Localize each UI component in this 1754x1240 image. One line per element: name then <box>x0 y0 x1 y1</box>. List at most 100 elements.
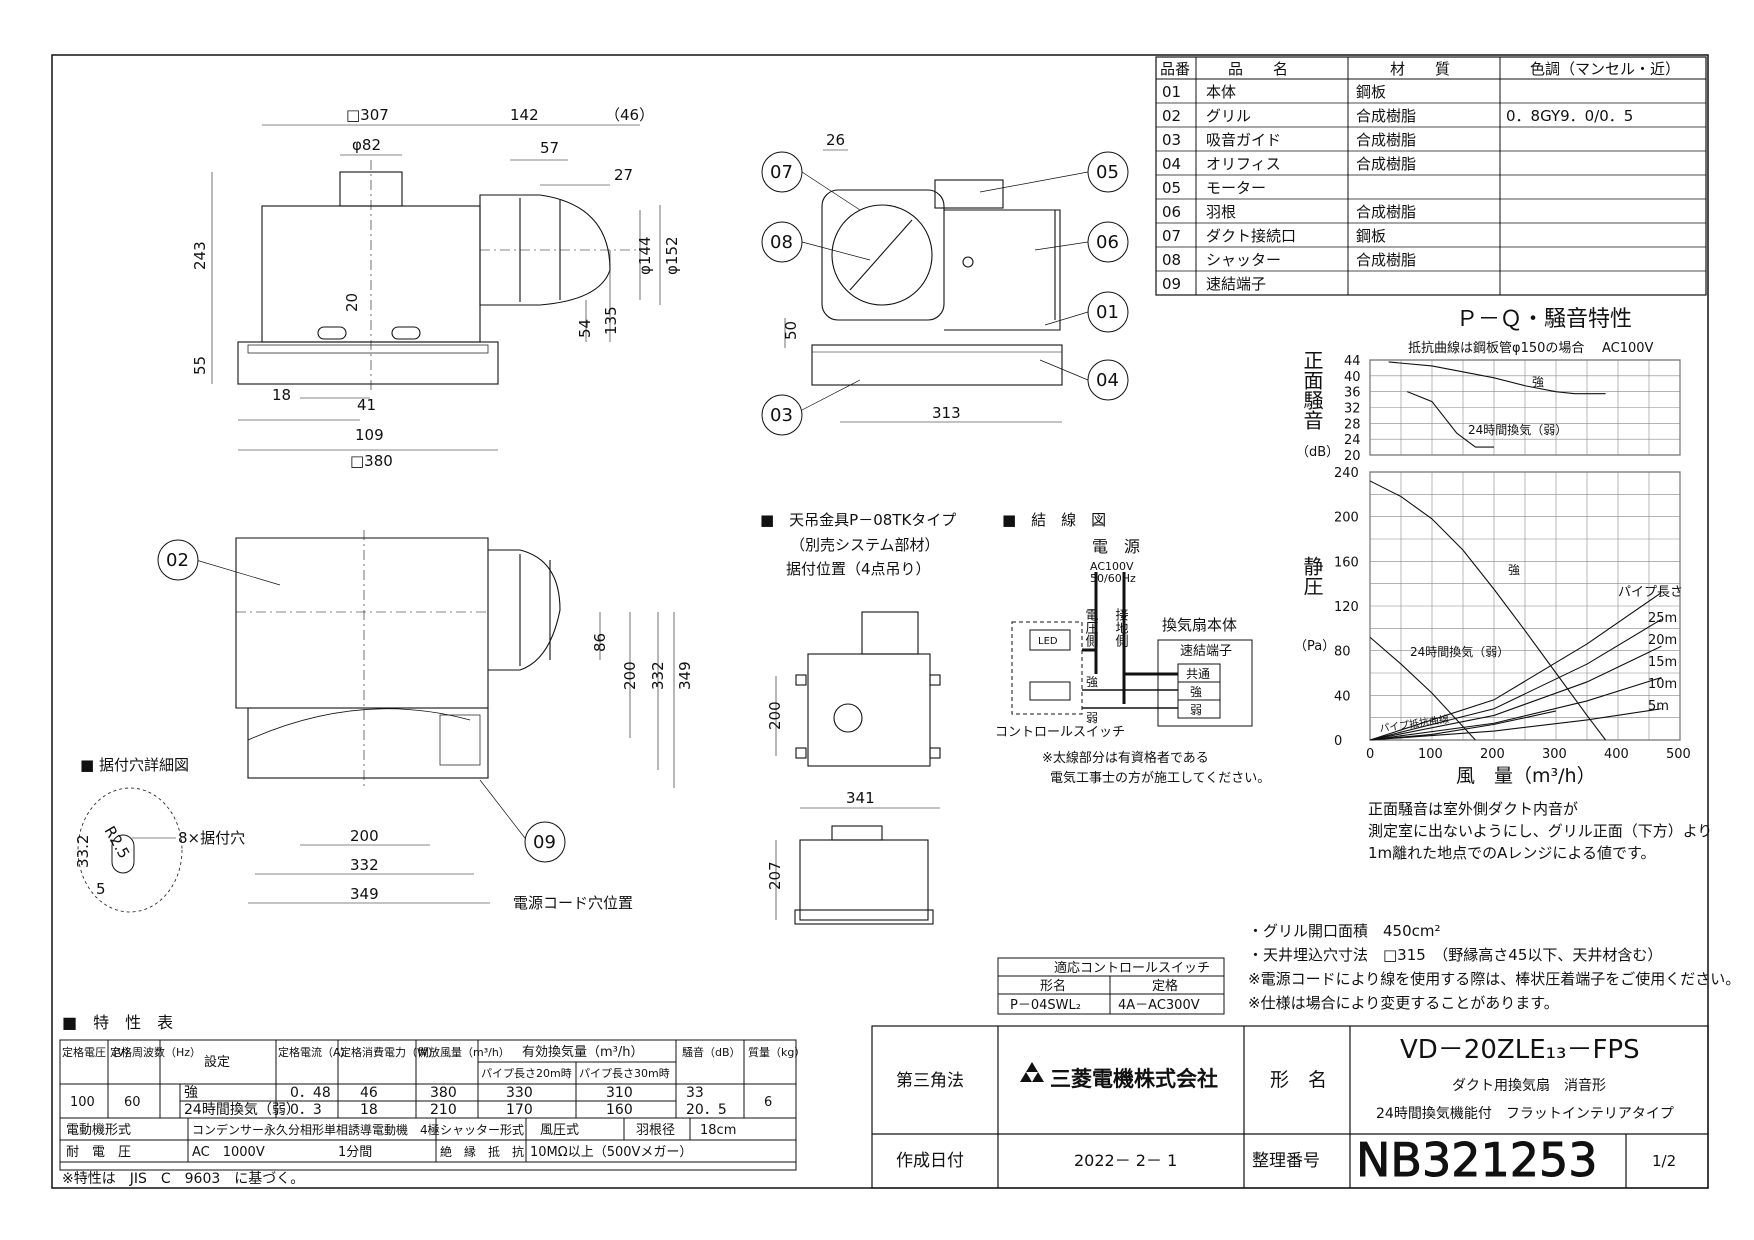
wiring-strong: 強 <box>1086 675 1098 689</box>
chart-notes: 正面騒音は室外側ダクト内音が 測定室に出ないようにし、グリル正面（下方）より 1… <box>1368 800 1712 862</box>
pq-series-line <box>1369 618 1662 741</box>
company-name: 三菱電機株式会社 <box>1050 1067 1218 1091</box>
noise-ytick: 44 <box>1344 354 1361 369</box>
callout-07: 07 <box>770 162 793 183</box>
side-motor <box>934 179 1004 209</box>
mount-detail: ■ 据付穴詳細図 33.2 R2.5 5 8×据付穴 <box>74 756 245 913</box>
char-header-mass: 質量（kg） <box>748 1045 805 1059</box>
dim-307: □307 <box>346 106 389 124</box>
wiring-note1: ※太線部分は有資格者である <box>1042 750 1209 766</box>
pq-pipe-label: 15m <box>1648 655 1677 670</box>
noise-series-line <box>1406 391 1494 448</box>
noise-series-line <box>1388 361 1606 395</box>
parts-cell-material: 鋼板 <box>1356 83 1386 101</box>
chart-note-3: 1m離れた地点でのAレンジによる値です。 <box>1368 844 1655 862</box>
pq-series-line <box>1369 708 1662 741</box>
switch-rating: 4A－AC300V <box>1118 998 1200 1013</box>
char-header-pipe20: パイプ長さ20m時 <box>481 1067 572 1080</box>
bottom-view-drawing <box>195 530 675 904</box>
dim-243: 243 <box>191 241 209 270</box>
wiring-note2: 電気工事士の方が施工してください。 <box>1050 770 1270 786</box>
parts-header-no: 品番 <box>1160 60 1190 78</box>
pq-series-line <box>1369 636 1476 741</box>
pq-series-label: 強 <box>1508 563 1520 577</box>
page-number: 1/2 <box>1652 1152 1676 1170</box>
side-grille <box>811 344 1063 386</box>
pq-xtick: 500 <box>1666 747 1691 762</box>
char-mass: 6 <box>764 1095 772 1110</box>
characteristics-table: ■ 特 性 表 定格電圧（V） 定格周波数（Hz） <box>59 1013 805 1187</box>
dim-50: 50 <box>782 321 800 340</box>
char-noise: 33 <box>686 1085 704 1101</box>
pq-series-line <box>1369 676 1662 741</box>
parts-header-material: 材 質 <box>1390 60 1450 78</box>
char-header-effective: 有効換気量（m³/h） <box>522 1044 644 1060</box>
mitsubishi-logo-icon <box>1020 1062 1044 1082</box>
char-header-pipe30: パイプ長さ30m時 <box>579 1067 670 1080</box>
pq-ytick: 40 <box>1334 689 1351 704</box>
dim-57: 57 <box>540 139 559 157</box>
pq-series-line <box>1369 710 1557 741</box>
pq-pipe-label: 20m <box>1648 633 1677 648</box>
chart-note-2: 測定室に出ないようにし、グリル正面（下方）より <box>1368 822 1712 840</box>
noise-ytick: 32 <box>1344 402 1361 417</box>
dim-27: 27 <box>614 166 633 184</box>
switch-header-rating: 定格 <box>1152 978 1178 994</box>
pq-ytick: 200 <box>1334 511 1359 526</box>
parts-cell-name: モーター <box>1206 179 1266 197</box>
pq-ytick: 240 <box>1334 466 1359 481</box>
pq-pipe-label: 5m <box>1648 699 1669 714</box>
parts-cell-color: 0．8GY9．0/0．5 <box>1506 107 1633 125</box>
wiring-pressure-side: 電圧側 <box>1083 608 1099 647</box>
mount-dim-332: 33.2 <box>74 835 92 868</box>
noise-chart-yunit: （dB） <box>1296 445 1339 460</box>
dim-200-v: 200 <box>621 661 639 690</box>
dim-313: 313 <box>932 404 961 422</box>
pq-series-line <box>1369 480 1607 741</box>
parts-cell-name: オリフィス <box>1206 155 1281 173</box>
parts-cell-material: 合成樹脂 <box>1356 155 1416 173</box>
pq-series-line <box>1369 592 1662 741</box>
wiring-ground-side: 接地側 <box>1113 607 1129 647</box>
char-setting: 24時間換気（弱） <box>184 1102 300 1118</box>
spec-note-1: ・グリル開口面積 450cm² <box>1248 922 1441 940</box>
pq-chart-xlabel: 風 量（m³/h） <box>1456 765 1596 787</box>
model-label: 形 名 <box>1270 1069 1327 1091</box>
char-current: 0．3 <box>290 1102 322 1118</box>
dim-phi82: φ82 <box>352 136 381 154</box>
dim-380: □380 <box>350 452 393 470</box>
char-withstand-value: AC 1000V <box>192 1145 265 1160</box>
bottom-view-labels: 02 09 86 200 332 349 200 332 349 電源コード穴位… <box>157 539 694 912</box>
noise-ytick: 28 <box>1344 417 1361 432</box>
switch-header-model: 形名 <box>1040 978 1066 994</box>
chart-title: Ｐ－Ｑ・騒音特性 <box>1456 307 1632 332</box>
mount-detail-title: ■ 据付穴詳細図 <box>80 756 189 774</box>
noise-ytick: 24 <box>1344 433 1361 448</box>
char-header-freq: 定格周波数（Hz） <box>110 1045 201 1059</box>
document-number: NB321253 <box>1356 1133 1598 1187</box>
noise-series-label: 強 <box>1532 375 1544 389</box>
char-power: 46 <box>360 1085 378 1101</box>
pq-xtick: 100 <box>1418 747 1443 762</box>
char-blade-label: 羽根径 <box>636 1123 675 1138</box>
char-pipe20: 330 <box>506 1085 533 1101</box>
front-grille <box>237 341 499 385</box>
spec-note-2: ・天井埋込穴寸法 □315 （野縁高さ45以下、天井材含む） <box>1248 946 1662 964</box>
noise-ytick: 40 <box>1344 370 1361 385</box>
char-power: 18 <box>360 1102 378 1118</box>
wiring-led: LED <box>1038 636 1058 647</box>
pq-series-line <box>1369 645 1662 741</box>
product-desc-1: ダクト用換気扇 消音形 <box>1452 1077 1606 1094</box>
pq-ytick: 80 <box>1334 645 1351 660</box>
bottom-frame <box>247 707 489 779</box>
dim-54: 54 <box>576 319 594 338</box>
sheet-border <box>51 54 1709 1189</box>
front-view-dims: □307 142 （46） φ82 57 27 243 φ144 φ152 20… <box>191 106 681 470</box>
switch-model: P－04SWL₂ <box>1010 998 1081 1013</box>
side-view-labels: 07 08 03 05 06 01 04 26 50 313 <box>761 131 1129 436</box>
dim-332-h: 332 <box>350 856 379 874</box>
parts-cell-no: 06 <box>1162 203 1181 221</box>
hanger-dim-200: 200 <box>766 701 784 730</box>
